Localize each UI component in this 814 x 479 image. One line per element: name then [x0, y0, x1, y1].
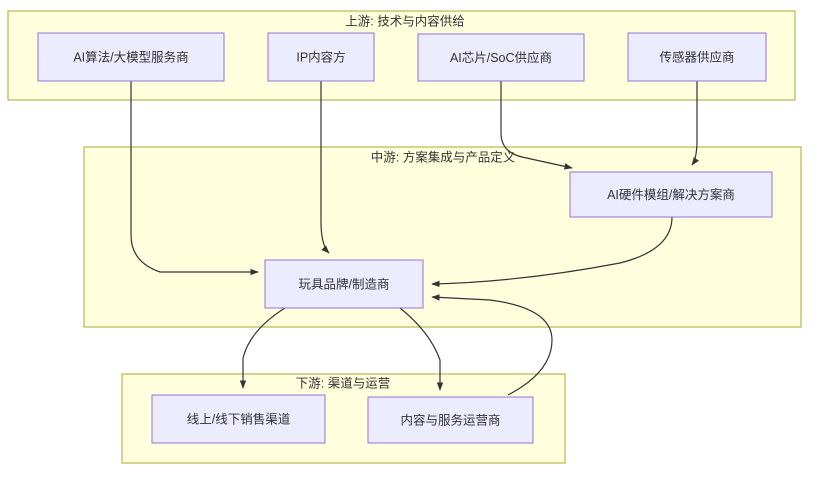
node-hardware[interactable]: AI硬件模组/解决方案商	[569, 171, 773, 218]
node-label-sensor: 传感器供应商	[659, 49, 734, 64]
node-label-operator: 内容与服务运营商	[400, 412, 500, 427]
node-operator[interactable]: 内容与服务运营商	[367, 396, 534, 444]
node-label-ip: IP内容方	[296, 49, 345, 64]
node-label-brand: 玩具品牌/制造商	[299, 276, 390, 291]
edge-brand-to-channel	[239, 307, 286, 389]
node-box-brand[interactable]	[264, 259, 424, 309]
edge-group	[130, 81, 699, 396]
cluster-label-downstream: 下游: 渠道与运营	[296, 376, 390, 390]
node-algo[interactable]: AI算法/大模型服务商	[37, 32, 225, 82]
node-sensor[interactable]: 传感器供应商	[627, 32, 767, 82]
node-chip[interactable]: AI芯片/SoC供应商	[417, 33, 585, 82]
node-label-algo: AI算法/大模型服务商	[73, 49, 188, 64]
node-brand[interactable]: 玩具品牌/制造商	[264, 259, 424, 309]
node-label-hardware: AI硬件模组/解决方案商	[607, 187, 735, 202]
node-box-hardware[interactable]	[569, 171, 773, 218]
node-box-channel[interactable]	[151, 394, 326, 444]
edge-hardware-to-brand	[431, 216, 673, 288]
node-group: AI算法/大模型服务商 IP内容方 AI芯片/SoC供应商 传感器供应商 AI硬件模组/…	[37, 32, 773, 444]
node-box-sensor[interactable]	[627, 32, 767, 82]
edge-brand-to-operator	[399, 307, 444, 391]
node-channel[interactable]: 线上/线下销售渠道	[151, 394, 326, 444]
node-ip[interactable]: IP内容方	[267, 32, 375, 82]
node-label-channel: 线上/线下销售渠道	[187, 411, 291, 426]
edge-chip-to-hardware	[500, 81, 573, 170]
edge-sensor-to-hardware	[691, 81, 699, 166]
cluster-label-midstream: 中游: 方案集成与产品定义	[371, 149, 516, 164]
node-box-algo[interactable]	[37, 32, 225, 82]
edge-ip-to-brand	[320, 81, 330, 254]
edge-operator-to-brand	[431, 294, 553, 396]
cluster-label-upstream: 上游: 技术与内容供给	[345, 13, 464, 28]
node-label-chip: AI芯片/SoC供应商	[450, 50, 552, 65]
node-box-chip[interactable]	[417, 33, 585, 82]
node-box-ip[interactable]	[267, 32, 375, 82]
node-box-operator[interactable]	[367, 396, 534, 444]
edge-algo-to-brand	[130, 81, 259, 276]
